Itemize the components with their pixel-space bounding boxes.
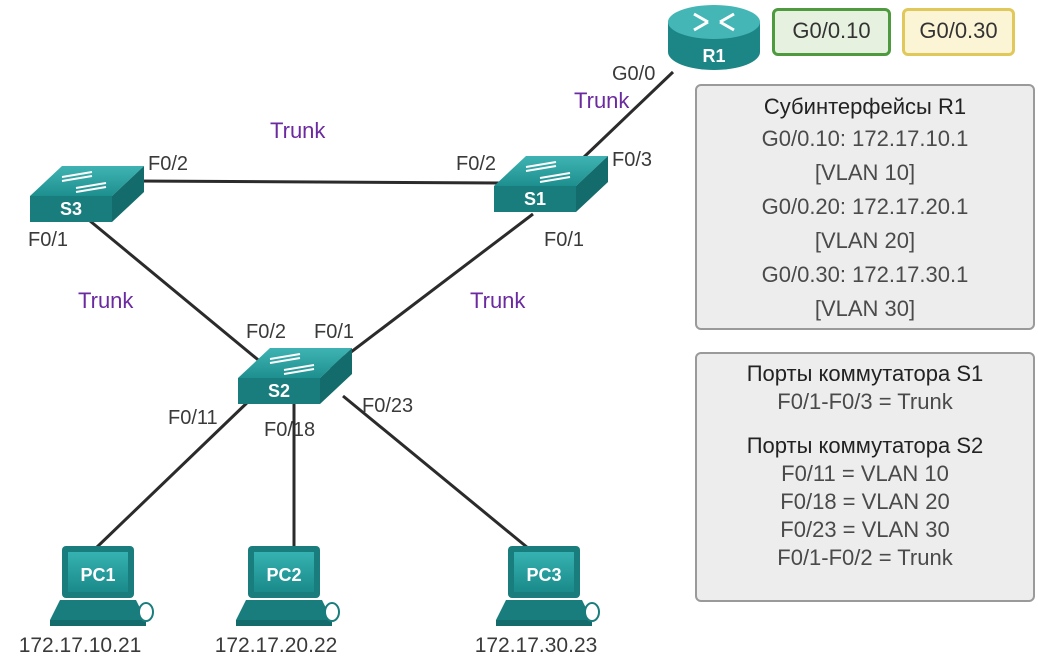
- mouse-icon: [324, 602, 340, 622]
- router-r1-label: R1: [702, 46, 725, 66]
- trunk-label-s3-s2: Trunk: [78, 288, 134, 313]
- r1-box-line: [VLAN 20]: [814, 228, 916, 253]
- switch-s2[interactable]: S2: [238, 348, 352, 404]
- pc1-ip: 172.17.10.21: [19, 634, 142, 657]
- r1-box-line: G0/0.20: 172.17.20.1: [761, 194, 969, 219]
- trunk-label-s1-s2: Trunk: [470, 288, 526, 313]
- pc2-ip: 172.17.20.22: [215, 634, 338, 657]
- pc3-ip: 172.17.30.23: [475, 634, 598, 657]
- switch-s1[interactable]: S1: [494, 156, 608, 212]
- switch-arrows-icon: [525, 161, 571, 183]
- link-s3-s2: [83, 214, 269, 370]
- switch-arrows-icon: [61, 171, 107, 193]
- port-label-s3-f0-2: F0/2: [148, 153, 188, 175]
- trunk-label-r1-s1: Trunk: [574, 88, 630, 113]
- port-label-s2-f0-18: F0/18: [264, 419, 315, 441]
- r1-box-line: [VLAN 10]: [814, 160, 916, 185]
- port-label-s3-f0-1: F0/1: [28, 229, 68, 251]
- port-label-s1-f0-1: F0/1: [544, 229, 584, 251]
- router-arrows-icon: [693, 12, 735, 32]
- link-s1-s2: [329, 212, 534, 370]
- r1-box-line: [VLAN 30]: [814, 296, 916, 321]
- mouse-icon: [138, 602, 154, 622]
- r1-box-title: Субинтерфейсы R1: [763, 94, 967, 119]
- switch-ports-box: Порты коммутатора S1 F0/1-F0/3 = Trunk П…: [695, 352, 1035, 602]
- switch-s1-label: S1: [524, 189, 546, 209]
- port-label-s2-f0-1: F0/1: [314, 321, 354, 343]
- mouse-icon: [584, 602, 600, 622]
- s1-ports-line: F0/1-F0/3 = Trunk: [777, 389, 953, 414]
- link-s2-pc1: [94, 396, 254, 550]
- port-label-s1-f0-2: F0/2: [456, 153, 496, 175]
- pc2[interactable]: PC2: [236, 546, 340, 626]
- port-label-s2-f0-23: F0/23: [362, 395, 413, 417]
- switch-s2-label: S2: [268, 381, 290, 401]
- switch-s3[interactable]: S3: [30, 166, 144, 222]
- subinterface-tag-g0-0-10: G0/0.10: [772, 8, 891, 56]
- pc1-label: PC1: [80, 565, 115, 585]
- s2-ports-line: F0/1-F0/2 = Trunk: [777, 545, 953, 570]
- link-s2-pc3: [342, 394, 529, 550]
- s2-ports-line: F0/18 = VLAN 20: [780, 489, 950, 514]
- port-label-s1-f0-3: F0/3: [612, 149, 652, 171]
- router-r1[interactable]: R1: [668, 5, 760, 70]
- links: [83, 70, 675, 550]
- pc1[interactable]: PC1: [50, 546, 154, 626]
- pc2-label: PC2: [266, 565, 301, 585]
- switch-s3-label: S3: [60, 199, 82, 219]
- r1-box-line: G0/0.10: 172.17.10.1: [761, 126, 969, 151]
- subinterface-tag-g0-0-30: G0/0.30: [902, 8, 1015, 56]
- switch-arrows-icon: [269, 353, 315, 375]
- r1-subinterfaces-box: Субинтерфейсы R1 G0/0.10: 172.17.10.1 [V…: [695, 84, 1035, 330]
- s2-ports-line: F0/11 = VLAN 10: [781, 461, 949, 486]
- port-label-r1-g0-0: G0/0: [612, 63, 655, 85]
- link-s3-s1: [134, 179, 501, 185]
- port-label-s2-f0-11: F0/11: [168, 407, 218, 429]
- trunk-label-s3-s1: Trunk: [270, 118, 326, 143]
- r1-box-line: G0/0.30: 172.17.30.1: [761, 262, 969, 287]
- s2-ports-title: Порты коммутатора S2: [746, 433, 984, 458]
- pc3-label: PC3: [526, 565, 561, 585]
- s2-ports-line: F0/23 = VLAN 30: [780, 517, 950, 542]
- port-label-s2-f0-2: F0/2: [246, 321, 286, 343]
- s1-ports-title: Порты коммутатора S1: [746, 361, 984, 386]
- pc3[interactable]: PC3: [496, 546, 600, 626]
- link-r1-s1: [581, 70, 675, 160]
